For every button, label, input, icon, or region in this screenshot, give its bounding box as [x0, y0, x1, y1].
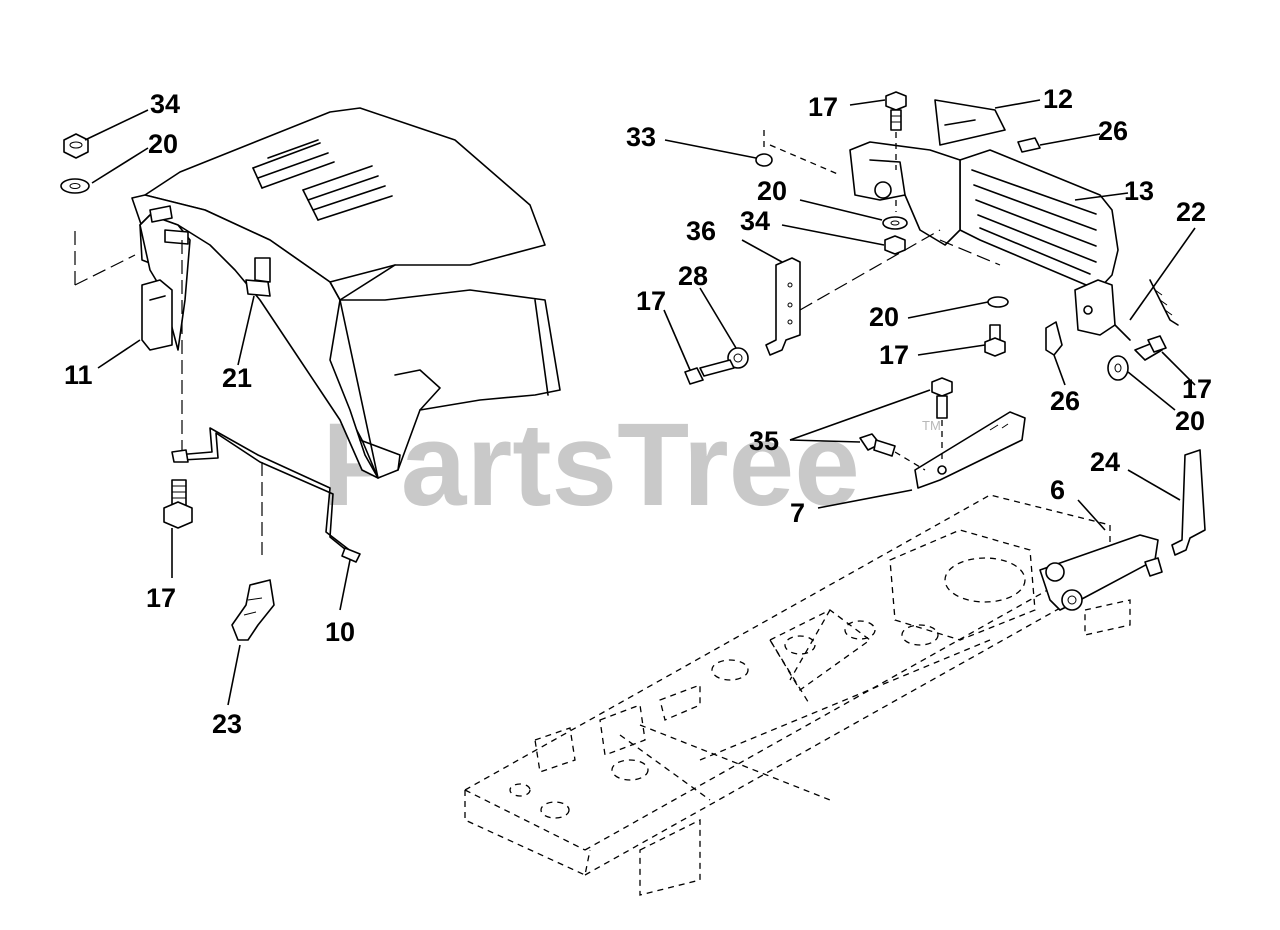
callout-11: 11	[64, 360, 93, 390]
callout-13: 13	[1124, 176, 1154, 206]
callout-23: 23	[212, 709, 242, 739]
callout-17-bolt-left-grille: 17	[636, 286, 666, 316]
callout-36: 36	[686, 216, 716, 246]
callout-21: 21	[222, 363, 252, 393]
callout-17-bolt-left: 17	[146, 583, 176, 613]
leader-lines	[84, 99, 1196, 706]
callout-20-washer: 20	[148, 129, 178, 159]
callout-6: 6	[1050, 475, 1065, 505]
hood-part	[74, 107, 561, 479]
watermark-trademark: TM	[922, 418, 941, 433]
hood-vents	[252, 139, 393, 221]
frame-part	[464, 494, 1163, 896]
callout-12: 12	[1043, 84, 1073, 114]
callout-17-bolt-right: 17	[1182, 374, 1212, 404]
callout-22: 22	[1176, 197, 1206, 227]
callout-labels: 34 20 11 21 17 10 23 17 12 33 26 13 20 3…	[64, 84, 1212, 739]
bracket-7	[859, 377, 1026, 489]
callout-34-nut: 34	[150, 89, 180, 119]
callout-17-bolt-mid: 17	[879, 340, 909, 370]
callout-20-washer-bottom: 20	[1175, 406, 1205, 436]
callout-34-nut-mid: 34	[740, 206, 770, 236]
callout-28: 28	[678, 261, 708, 291]
callout-20-washer-mid: 20	[757, 176, 787, 206]
callout-10: 10	[325, 617, 355, 647]
callout-20-washer-right: 20	[869, 302, 899, 332]
callout-7: 7	[790, 498, 805, 528]
callout-26-clip-bottom: 26	[1050, 386, 1080, 416]
grille-assembly	[684, 91, 1179, 385]
left-hardware	[60, 133, 361, 641]
callout-35: 35	[749, 426, 779, 456]
callout-33: 33	[626, 122, 656, 152]
callout-24: 24	[1090, 447, 1120, 477]
callout-17-bolt-top: 17	[808, 92, 838, 122]
callout-26-clip-top: 26	[1098, 116, 1128, 146]
plate-24	[1171, 449, 1206, 556]
